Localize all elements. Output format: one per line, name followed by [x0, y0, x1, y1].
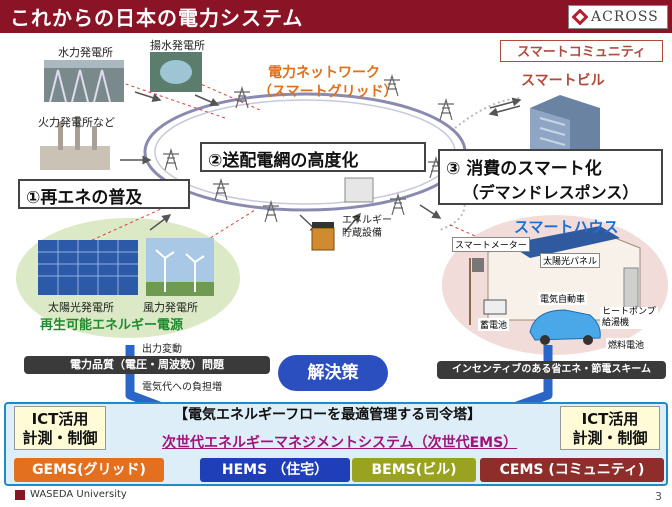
smart-building-label: スマートビル — [521, 70, 605, 90]
power-quality-issue: 電力品質（電圧・周波数）問題 — [24, 356, 270, 374]
ict-right-box: ICT活用 計測・制御 — [560, 406, 660, 450]
theme-demand-line1: ③ 消費のスマート化 — [446, 154, 655, 179]
waseda-emblem-icon — [14, 489, 26, 501]
smart-meter-label: スマートメーター — [452, 237, 530, 252]
pumped-storage-icon — [150, 52, 202, 92]
solution-badge: 解決策 — [278, 355, 388, 391]
hydro-label: 水力発電所 — [58, 44, 113, 60]
heatpump-label-1: ヒートポンプ — [602, 307, 656, 318]
ict-right-line2: 計測・制御 — [561, 429, 659, 448]
theme-demand-line2: （デマンドレスポンス） — [446, 179, 655, 203]
theme-demand-response: ③ 消費のスマート化 （デマンドレスポンス） — [438, 149, 663, 205]
network-subtitle: （スマートグリッド） — [258, 81, 398, 101]
battery-label: 蓄電池 — [478, 318, 509, 331]
solar-panel-label: 太陽光パネル — [540, 253, 600, 268]
ems-hems: HEMS （住宅） — [200, 458, 350, 482]
ict-right-line1: ICT活用 — [561, 410, 659, 429]
smart-community-label: スマートコミュニティ — [500, 40, 663, 62]
ev-label: 電気自動車 — [538, 292, 587, 305]
wind-farm-icon — [146, 238, 214, 296]
ict-left-line1: ICT活用 — [15, 410, 105, 429]
page-number: 3 — [655, 490, 662, 503]
pumped-storage-label: 揚水発電所 — [150, 37, 205, 53]
wind-label: 風力発電所 — [143, 299, 198, 315]
output-fluctuation-label: 出力変動 — [142, 340, 182, 355]
heatpump-label-2: 給湯機 — [602, 318, 656, 329]
incentive-scheme-label: インセンティブのある省エネ・節電スキーム — [437, 361, 666, 379]
theme-grid: ②送配電網の高度化 — [200, 142, 426, 172]
solar-farm-icon — [38, 240, 138, 295]
hydro-plant-icon — [44, 60, 124, 102]
ict-left-box: ICT活用 計測・制御 — [14, 406, 106, 450]
university-name: WASEDA University — [30, 489, 127, 500]
thermal-label: 火力発電所など — [38, 114, 115, 130]
ems-bems: BEMS(ビル) — [352, 458, 476, 482]
smart-house-title: スマートハウス — [514, 216, 619, 237]
solar-label: 太陽光発電所 — [48, 299, 114, 315]
command-center-label: 【電気エネルギーフローを最適管理する司令塔】 — [174, 404, 481, 424]
cost-burden-label: 電気代への負担増 — [142, 378, 222, 393]
ems-gems: GEMS(グリッド) — [14, 458, 164, 482]
fuelcell-label: 燃料電池 — [606, 338, 646, 351]
heatpump-label: ヒートポンプ 給湯機 — [600, 307, 658, 329]
renewable-source-label: 再生可能エネルギー電源 — [40, 314, 183, 333]
ict-left-line2: 計測・制御 — [15, 429, 105, 448]
theme-renewable: ①再エネの普及 — [18, 179, 190, 209]
ems-cems: CEMS (コミュニティ) — [480, 458, 664, 482]
network-title: 電力ネットワーク — [268, 62, 380, 82]
storage-label-2: 貯蔵設備 — [342, 224, 382, 239]
next-gen-ems-title: 次世代エネルギーマネジメントシステム（次世代EMS） — [162, 432, 517, 452]
